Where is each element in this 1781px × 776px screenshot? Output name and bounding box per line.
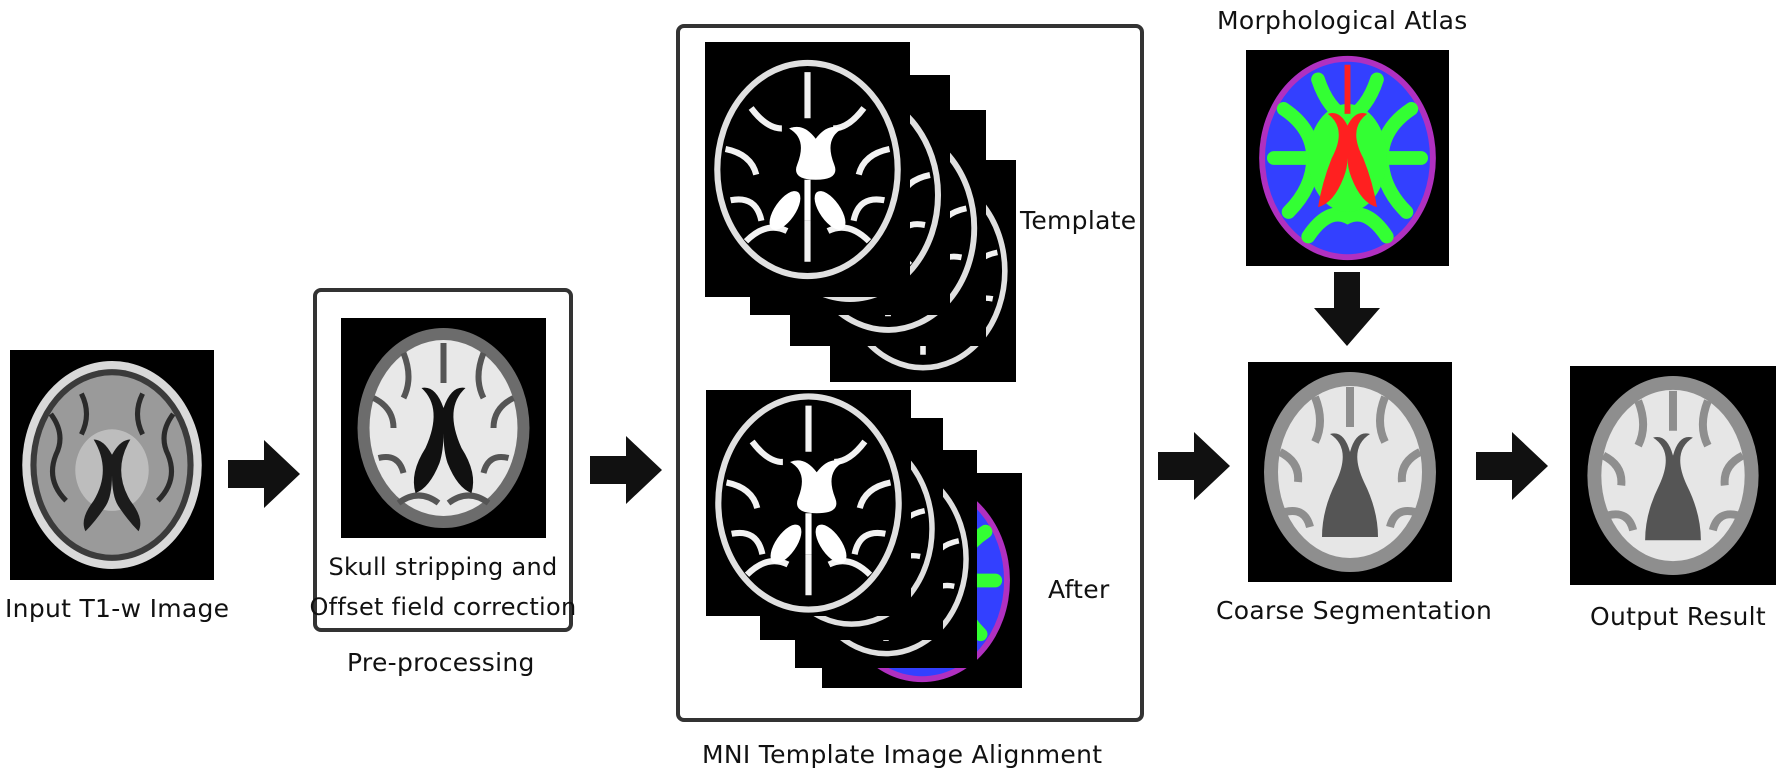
morphological-atlas-image	[1246, 50, 1449, 266]
template-label: Template	[1020, 206, 1137, 235]
preprocessing-step-line1: Skull stripping and	[328, 553, 558, 581]
template-brain-image	[705, 42, 910, 297]
output-label: Output Result	[1590, 602, 1766, 631]
aligned-brain-image	[706, 390, 911, 616]
after-label: After	[1048, 575, 1110, 604]
preprocessing-step-line2: Offset field correction	[309, 593, 577, 621]
skull-stripped-brain-image	[341, 318, 546, 538]
coarse-segmentation-image	[1248, 362, 1452, 582]
arrow-right-icon	[228, 440, 300, 508]
alignment-caption: MNI Template Image Alignment	[702, 740, 1103, 769]
atlas-label: Morphological Atlas	[1217, 6, 1468, 35]
preprocessing-frame	[313, 288, 573, 632]
arrow-right-icon	[1476, 432, 1548, 500]
output-result-image	[1570, 366, 1776, 585]
coarse-segmentation-label: Coarse Segmentation	[1216, 596, 1493, 625]
arrow-right-icon	[590, 436, 662, 504]
input-label: Input T1-w Image	[5, 594, 230, 623]
input-brain-image	[10, 350, 214, 580]
preprocessing-caption: Pre-processing	[347, 648, 535, 677]
alignment-frame	[676, 24, 1144, 722]
arrow-right-icon	[1158, 432, 1230, 500]
arrow-down-icon	[1314, 272, 1380, 346]
